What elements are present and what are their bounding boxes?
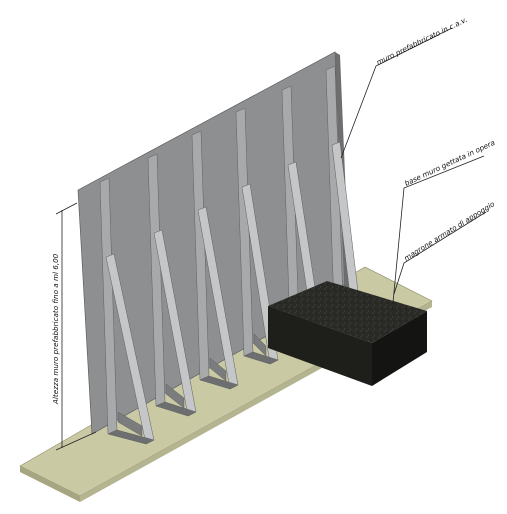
dim-tick-bottom — [55, 431, 97, 451]
rib-foot-3 — [199, 375, 239, 390]
rib-opening-4 — [253, 333, 267, 357]
leader-lines — [55, 27, 487, 451]
leader-magrone — [393, 211, 487, 295]
rib-opening-3 — [209, 357, 227, 382]
rib-opening-2 — [165, 383, 185, 409]
label-magrone: magrone armato di appoggio — [402, 199, 496, 263]
label-height: Altezza muro prefabbricato fino a ml 6,0… — [51, 253, 60, 405]
base-front — [268, 306, 372, 386]
rib-foot-2 — [155, 401, 197, 417]
leader-base — [391, 155, 485, 314]
cast-base — [268, 281, 427, 386]
label-base: base muro gettata in opera — [403, 138, 496, 188]
base-side — [372, 311, 427, 386]
base-top — [268, 281, 427, 343]
rib-opening-1 — [117, 411, 143, 437]
wall-ribs — [99, 65, 361, 445]
dim-tick-top — [55, 202, 78, 215]
rib-foot-1 — [107, 429, 155, 445]
rib-foot-4 — [243, 351, 279, 365]
label-wall: muro prefabbricato in c.a.v. — [375, 15, 469, 67]
slab-front — [20, 466, 80, 502]
leader-wall — [340, 27, 453, 159]
